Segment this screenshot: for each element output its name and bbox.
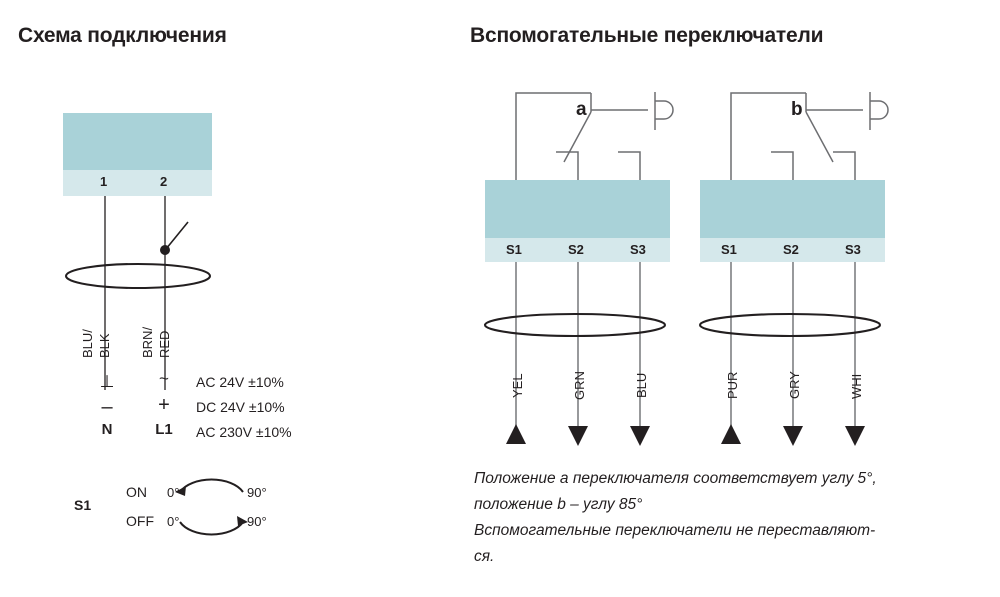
wire-a-s1-riser bbox=[515, 92, 591, 180]
arrow-down-gry bbox=[783, 426, 803, 446]
wire-label-red: RED bbox=[157, 330, 172, 358]
s1-state-off: OFF bbox=[126, 513, 154, 529]
wire-label-blu: BLU/ bbox=[80, 329, 95, 358]
ground-symbol: ⊥ bbox=[99, 372, 115, 391]
aux-switch-caption: Положение а переключателя соответствует … bbox=[474, 466, 994, 570]
arrowhead-off bbox=[237, 516, 248, 526]
aux-b-terminal-s2: S2 bbox=[783, 242, 799, 257]
arrow-down-whi bbox=[845, 426, 865, 446]
aux-wire-label-yel: YEL bbox=[510, 373, 525, 398]
arc-on bbox=[179, 478, 244, 493]
terminal-label-1: 1 bbox=[100, 174, 108, 189]
caption-line-1: Положение а переключателя соответствует … bbox=[474, 470, 877, 487]
caption-line-4: ся. bbox=[474, 548, 495, 565]
spec-dc-24v: DC 24V ±10% bbox=[196, 399, 285, 415]
aux-wire-label-whi: WHI bbox=[849, 373, 864, 399]
terminal-b-loop bbox=[870, 100, 889, 120]
arrow-down-blu bbox=[630, 426, 650, 446]
arrow-up-yel bbox=[506, 424, 526, 444]
s1-on-angle-from: 0° bbox=[167, 485, 180, 500]
contact-arm-a bbox=[563, 111, 592, 163]
wire-b-s2-stub bbox=[771, 151, 794, 180]
page-title-auxiliary-switches: Вспомогательные переключатели bbox=[470, 24, 824, 47]
s1-on-angle-to: 90° bbox=[247, 485, 267, 500]
aux-a-terminal-s3: S3 bbox=[630, 242, 646, 257]
terminal-label-2: 2 bbox=[160, 174, 168, 189]
wire-a-s2-stub bbox=[556, 151, 579, 180]
arrow-up-pur bbox=[721, 424, 741, 444]
aux-b-terminal-s3: S3 bbox=[845, 242, 861, 257]
contact-arm-s1 bbox=[165, 221, 189, 250]
aux-a-terminal-s1: S1 bbox=[506, 242, 522, 257]
switch-letter-a: a bbox=[576, 99, 587, 120]
aux-b-terminal-s1: S1 bbox=[721, 242, 737, 257]
wire-label-brn: BRN/ bbox=[140, 326, 155, 358]
arrow-down-grn bbox=[568, 426, 588, 446]
s1-state-on: ON bbox=[126, 484, 147, 500]
plus-symbol: + bbox=[158, 394, 170, 416]
aux-a-terminal-s2: S2 bbox=[568, 242, 584, 257]
ac-symbol: ~ bbox=[159, 369, 169, 388]
s1-off-angle-to: 90° bbox=[247, 514, 267, 529]
contact-pivot-dot bbox=[160, 245, 170, 255]
wire-b-s1-riser bbox=[730, 92, 806, 180]
wire-label-blk: BLK bbox=[97, 333, 112, 358]
cable-gland-a bbox=[483, 312, 667, 338]
aux-wire-label-grn: GRN bbox=[572, 371, 587, 400]
contact-arm-b bbox=[805, 111, 834, 163]
spec-ac-24v: AC 24V ±10% bbox=[196, 374, 284, 390]
aux-wire-label-gry: GRY bbox=[787, 371, 802, 399]
s1-off-angle-from: 0° bbox=[167, 514, 180, 529]
neutral-symbol: N bbox=[101, 421, 113, 438]
spec-ac-230v: AC 230V ±10% bbox=[196, 424, 292, 440]
cable-gland-left bbox=[64, 262, 212, 290]
wire-a-s3-stub bbox=[618, 151, 641, 180]
wire-b-s3-stub bbox=[833, 151, 856, 180]
terminal-a-loop bbox=[655, 100, 674, 120]
caption-line-3: Вспомогательные переключатели не переста… bbox=[474, 522, 876, 539]
line-symbol: L1 bbox=[155, 421, 173, 438]
aux-switch-b-group bbox=[698, 92, 889, 446]
aux-wire-label-pur: PUR bbox=[725, 371, 740, 399]
aux-wire-label-blu: BLU bbox=[634, 372, 649, 398]
aux-switch-a-group bbox=[483, 92, 674, 446]
caption-line-2: положение b – углу 85° bbox=[474, 496, 643, 513]
switch-letter-b: b bbox=[791, 99, 803, 120]
page-title-connection-diagram: Схема подключения bbox=[18, 24, 227, 47]
cable-gland-b bbox=[698, 312, 882, 338]
minus-symbol: – bbox=[101, 396, 113, 418]
left-device-block bbox=[63, 113, 212, 196]
s1-rotation-arrows bbox=[175, 478, 248, 536]
s1-table-name: S1 bbox=[74, 497, 92, 513]
arrowhead-on bbox=[175, 486, 186, 496]
arc-off bbox=[179, 521, 244, 536]
